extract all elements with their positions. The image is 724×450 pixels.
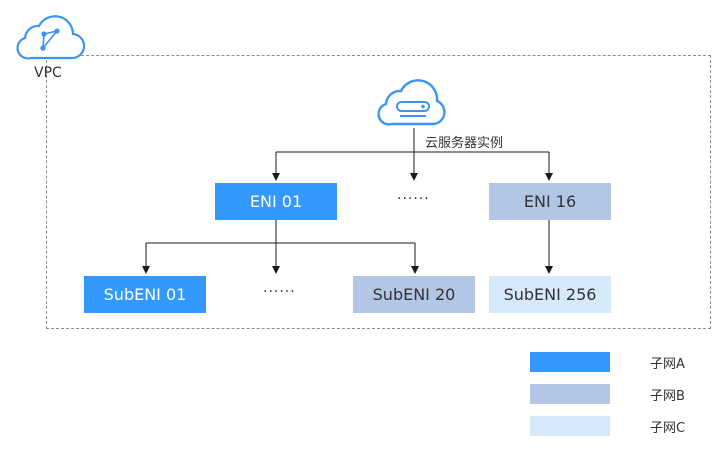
cloud-server-icon — [377, 79, 446, 126]
vpc-label: VPC — [34, 65, 62, 81]
legend-label-subnet-a: 子网A — [650, 357, 685, 372]
eni-ellipsis: ...... — [397, 187, 430, 203]
subeni-ellipsis: ...... — [263, 280, 296, 296]
eni-01-box: ENI 01 — [215, 183, 337, 220]
legend-label-subnet-c: 子网C — [650, 421, 686, 436]
legend-swatch-subnet-b — [530, 384, 610, 404]
eni-16-box: ENI 16 — [489, 183, 611, 220]
vpc-boundary — [46, 55, 711, 329]
vpc-cloud-icon — [16, 15, 86, 60]
legend-swatch-subnet-a — [530, 352, 610, 372]
subeni-256-box: SubENI 256 — [489, 276, 611, 313]
legend-swatch-subnet-c — [530, 416, 610, 436]
subeni-01-box: SubENI 01 — [84, 276, 206, 313]
legend-label-subnet-b: 子网B — [650, 389, 685, 404]
subeni-20-box: SubENI 20 — [353, 276, 475, 313]
server-label: 云服务器实例 — [425, 136, 504, 151]
